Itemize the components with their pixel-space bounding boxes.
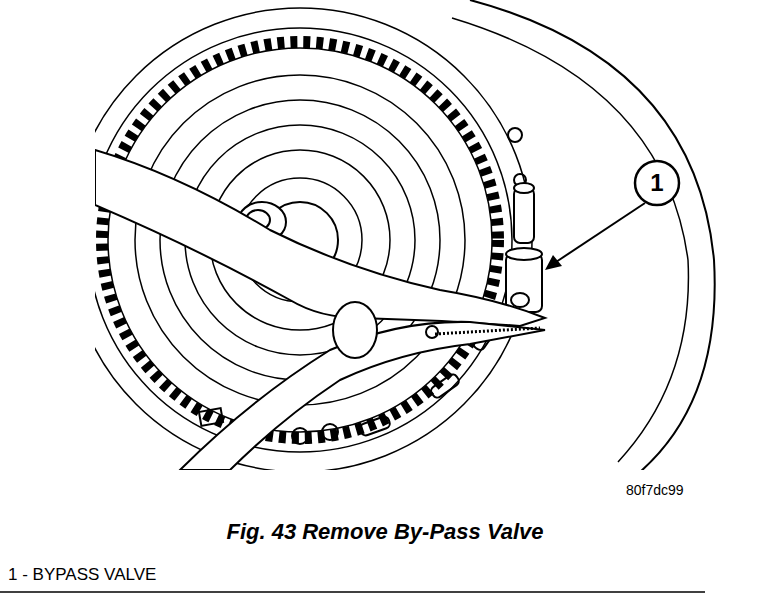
callout-legend: 1 - BYPASS VALVE <box>8 565 156 585</box>
callout-number: 1 <box>637 168 677 198</box>
figure-code: 80f7dc99 <box>626 482 684 498</box>
figure-caption: Fig. 43 Remove By-Pass Valve <box>226 519 543 545</box>
